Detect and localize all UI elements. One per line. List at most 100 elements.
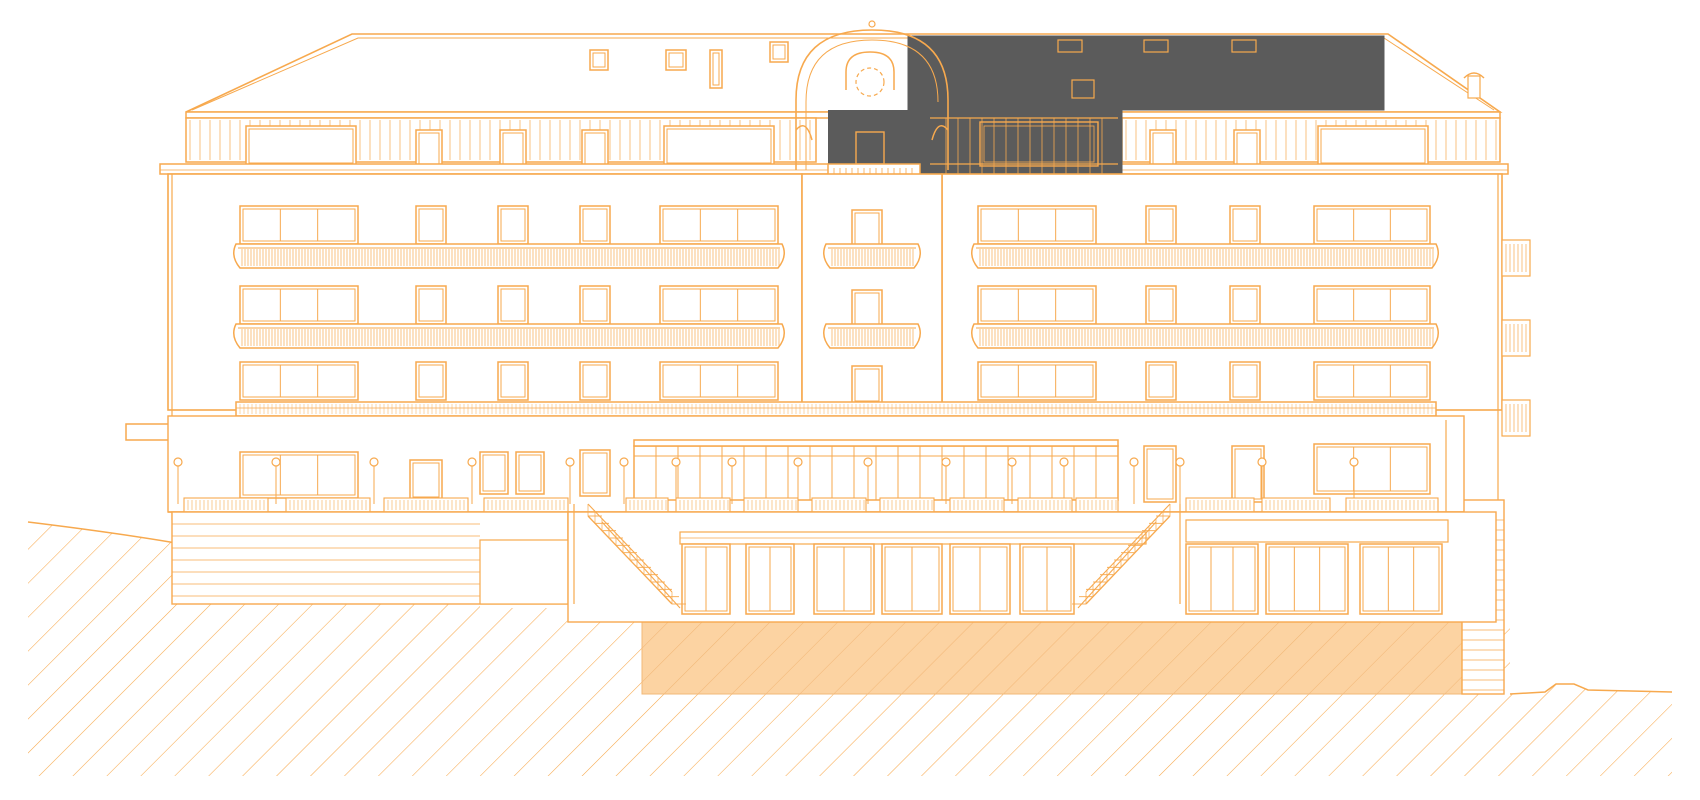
ground-floor-level	[171, 511, 1497, 623]
window-frame	[854, 292, 880, 326]
upper-floors	[233, 205, 1439, 417]
lamp-globe	[173, 457, 183, 467]
tower-oculus-frame	[845, 51, 895, 90]
lower-right-band	[1185, 519, 1449, 543]
stair-handrail	[587, 503, 673, 593]
window-frame	[418, 208, 444, 242]
window-frame	[1146, 448, 1174, 500]
window-frame	[482, 454, 506, 492]
extension-dormer-window	[1231, 39, 1257, 53]
window-frame	[592, 52, 606, 68]
lower-wall-niche	[479, 539, 569, 605]
side-balcony	[1501, 399, 1531, 437]
window-frame	[1316, 208, 1428, 242]
window-frame	[500, 364, 526, 398]
terrace-railing	[183, 497, 269, 513]
chimney	[1467, 75, 1481, 99]
lamp-globe	[619, 457, 629, 467]
window-frame	[242, 208, 356, 242]
window-frame	[1316, 446, 1428, 492]
tower-round-window	[855, 67, 885, 97]
terrace-railing	[483, 497, 569, 513]
window-frame	[1148, 208, 1174, 242]
window-frame	[1232, 208, 1258, 242]
window-frame	[584, 132, 606, 166]
lamp-globe	[671, 457, 681, 467]
left-staircase	[587, 503, 686, 609]
window-frame	[854, 368, 880, 402]
balcony-center	[823, 243, 921, 269]
tower-inner-arch	[805, 39, 939, 170]
exterior-staircases	[573, 503, 1181, 609]
lamp-globe	[369, 457, 379, 467]
window-frame	[712, 52, 720, 86]
window-frame	[1316, 364, 1428, 398]
stair-string-bottom	[601, 521, 681, 609]
window-frame	[1320, 128, 1426, 164]
extension-glazing	[979, 121, 1099, 167]
window-frame	[418, 132, 440, 166]
tower-finial	[868, 20, 876, 28]
window-frame	[668, 52, 684, 68]
tower-volute-right	[931, 125, 949, 141]
lamp-globe	[467, 457, 477, 467]
window-frame	[412, 462, 440, 498]
lamp-globe	[1257, 457, 1267, 467]
winter-garden-beam	[633, 439, 1119, 447]
window-frame	[662, 364, 776, 398]
window-frame	[242, 454, 356, 496]
window-frame	[1362, 546, 1440, 612]
tower-outline	[795, 29, 949, 170]
window-frame	[854, 212, 880, 246]
window-frame	[582, 364, 608, 398]
window-frame	[500, 288, 526, 322]
terrace-level	[167, 415, 1465, 513]
foundation-hatched	[641, 621, 1463, 695]
window-frame	[1148, 364, 1174, 398]
window-frame	[518, 454, 542, 492]
window-frame	[662, 208, 776, 242]
lamp-globe	[1175, 457, 1185, 467]
roof-inner-line	[191, 37, 1495, 111]
window-frame	[1232, 288, 1258, 322]
terrace-railing	[1185, 497, 1255, 513]
chimney-cap	[1463, 72, 1485, 79]
window-frame	[418, 288, 444, 322]
terrace-railing	[1261, 497, 1331, 513]
window-frame	[666, 128, 772, 164]
right-staircase	[1072, 503, 1171, 609]
lamp-globe	[1059, 457, 1069, 467]
lamp-globe	[793, 457, 803, 467]
extension-dormer-window	[1057, 39, 1083, 53]
window-frame	[242, 364, 356, 398]
side-balconies	[1501, 239, 1531, 437]
lamp-globe	[727, 457, 737, 467]
window-frame	[502, 132, 524, 166]
lamp-globe	[1129, 457, 1139, 467]
window-frame	[1268, 546, 1346, 612]
window-frame	[1234, 448, 1262, 500]
window-frame	[1236, 132, 1258, 166]
balcony-center	[823, 323, 921, 349]
stair-handrail	[1085, 503, 1171, 593]
window-frame	[582, 208, 608, 242]
terrace-railing	[1345, 497, 1439, 513]
window-frame	[500, 208, 526, 242]
extension-dormer-window	[1143, 39, 1169, 53]
window-frame	[1152, 132, 1174, 166]
window-frame	[980, 288, 1094, 322]
window-frame	[662, 288, 776, 322]
window-frame	[242, 288, 356, 322]
extension-glazing-inner	[983, 125, 1095, 163]
window-frame	[1188, 546, 1256, 612]
ground-surface-line-right	[1509, 683, 1673, 695]
stair-string-bottom	[1077, 521, 1157, 609]
window-frame	[582, 452, 608, 494]
lamp-globe	[1349, 457, 1359, 467]
foundation-block	[641, 499, 1505, 695]
terrace-railing	[285, 497, 371, 513]
side-balcony	[1501, 319, 1531, 357]
mansard-storey-right	[1121, 117, 1501, 163]
terrace-railing	[383, 497, 469, 513]
